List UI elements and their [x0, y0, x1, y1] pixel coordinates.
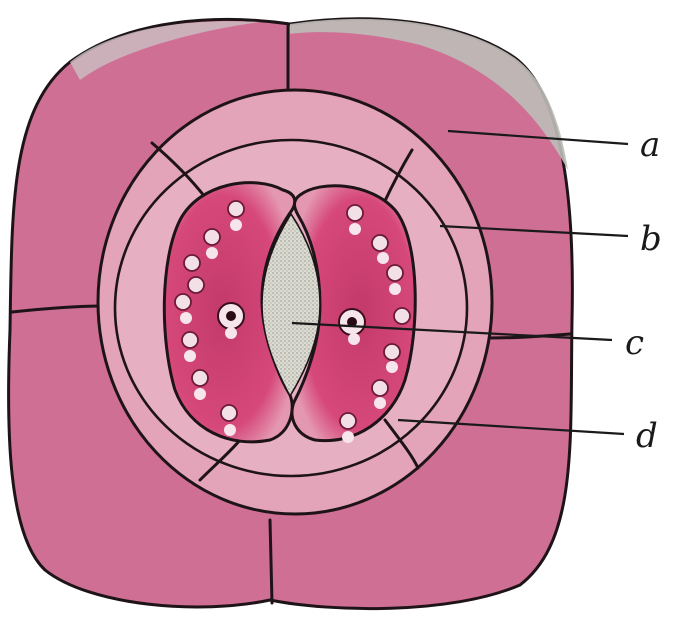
label-c: c: [625, 323, 644, 363]
label-b: b: [640, 219, 662, 259]
label-d: d: [636, 416, 658, 456]
label-a: a: [640, 125, 660, 165]
